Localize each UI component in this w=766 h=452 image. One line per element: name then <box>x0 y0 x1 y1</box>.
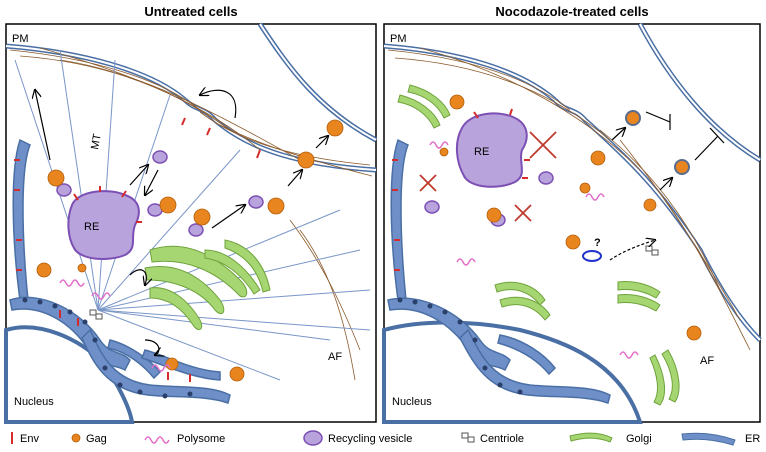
er-ribosomes <box>22 297 193 399</box>
actin-filaments <box>387 47 751 351</box>
af-label: AF <box>700 355 714 367</box>
env-markers <box>392 108 530 271</box>
gag-dot-icon <box>71 433 81 443</box>
panel-untreated: Untreated cells <box>4 4 378 424</box>
nucleus-label: Nucleus <box>392 396 432 408</box>
af-label: AF <box>328 351 342 363</box>
re-label: RE <box>84 221 99 233</box>
transport-arrows <box>35 90 328 355</box>
nucleus-label: Nucleus <box>14 396 54 408</box>
recycling-endosome <box>67 190 140 261</box>
er-icon <box>681 432 736 446</box>
golgi-icon <box>569 432 613 443</box>
centriole <box>89 309 103 320</box>
legend-golgi: Golgi <box>626 433 652 445</box>
mt-label: MT <box>89 133 104 151</box>
actin-filaments <box>9 47 373 381</box>
re-label: RE <box>474 146 489 158</box>
polysomes <box>59 279 171 372</box>
pm-label: PM <box>12 33 29 45</box>
recycling-vesicles <box>424 171 554 227</box>
centrosome-ring <box>582 250 602 262</box>
legend-recycling-vesicle: Recycling vesicle <box>328 433 412 445</box>
legend-er: ER <box>745 433 760 445</box>
question-mark: ? <box>594 237 601 249</box>
er-ribosomes <box>397 297 523 395</box>
legend: Env Gag Polysome Recycling vesicle Centr… <box>11 430 760 446</box>
transport-arrows <box>609 111 725 261</box>
legend-env: Env <box>20 433 39 445</box>
er <box>387 138 611 404</box>
gag-clusters <box>36 119 344 382</box>
blocked-markers <box>419 131 557 222</box>
panel-nocodazole: Nocodazole-treated cells <box>382 4 762 424</box>
golgi <box>144 239 271 331</box>
pm-label: PM <box>390 33 407 45</box>
released-virions <box>625 110 690 175</box>
legend-gag: Gag <box>86 433 107 445</box>
legend-centriole: Centriole <box>480 433 524 445</box>
golgi-fragments <box>397 84 680 406</box>
recycling-vesicles <box>56 150 264 237</box>
centriole-icon <box>461 432 475 443</box>
gag-clusters <box>439 94 702 341</box>
panel-title: Untreated cells <box>144 4 237 19</box>
legend-polysome: Polysome <box>177 433 225 445</box>
polysomes <box>429 141 639 359</box>
recycling-vesicle-icon <box>303 430 323 446</box>
microtubules <box>14 49 371 381</box>
recycling-endosome <box>456 112 528 188</box>
env-markers <box>14 117 261 382</box>
polysome-icon <box>144 436 170 444</box>
panel-title: Nocodazole-treated cells <box>495 4 648 19</box>
